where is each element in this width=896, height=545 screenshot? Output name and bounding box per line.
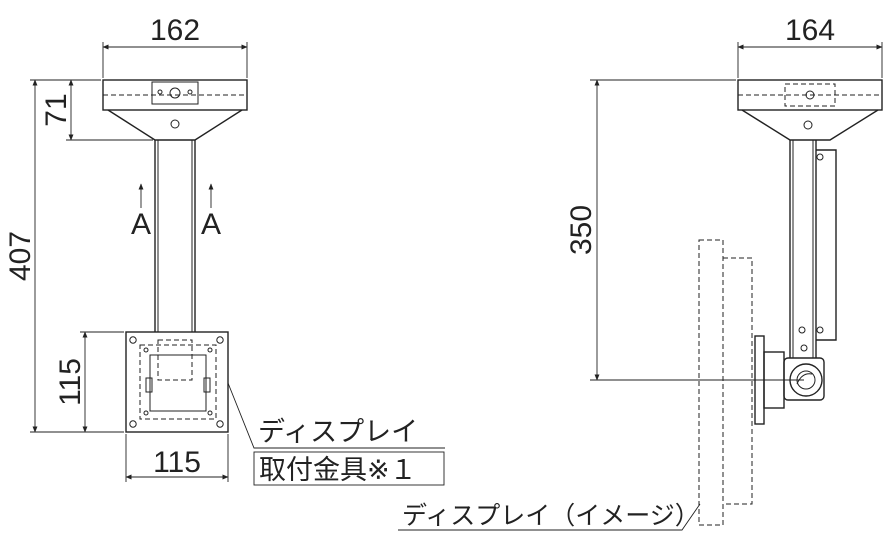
dim-front-bracket-height: 115 xyxy=(54,358,87,406)
side-display-image xyxy=(698,239,724,526)
section-marks xyxy=(138,183,214,208)
label-display: ディスプレイ xyxy=(258,417,418,448)
dim-front-flange-height: 71 xyxy=(40,93,73,126)
label-display-image: ディスプレイ（イメージ） xyxy=(402,501,700,530)
front-view xyxy=(102,79,248,433)
dim-side-height: 350 xyxy=(565,205,598,255)
front-dimension-lines xyxy=(30,42,248,482)
display-image-callout xyxy=(398,503,701,531)
label-bracket: 取付金具※１ xyxy=(259,455,417,486)
section-mark-left: A xyxy=(131,208,151,241)
section-mark-right: A xyxy=(201,208,221,241)
side-flange xyxy=(741,109,879,141)
front-flange xyxy=(107,109,243,141)
bracket-callout xyxy=(227,382,445,486)
side-view xyxy=(698,79,883,526)
dim-front-total-height: 407 xyxy=(4,231,37,281)
dim-front-bracket-width: 115 xyxy=(153,446,201,479)
dim-side-top-width: 164 xyxy=(785,14,835,47)
front-bracket-plate xyxy=(125,331,229,433)
dim-front-top-width: 162 xyxy=(150,14,200,47)
side-dimension-lines xyxy=(590,42,883,381)
